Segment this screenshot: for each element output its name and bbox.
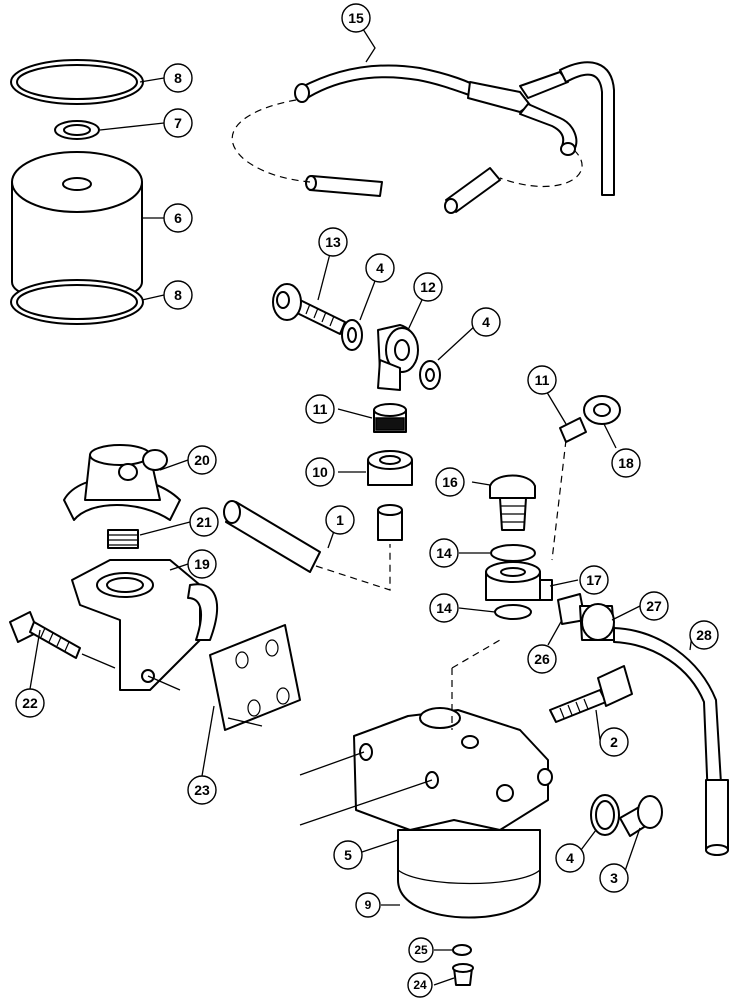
svg-text:9: 9 bbox=[365, 898, 372, 912]
callout-8-bottom: 8 bbox=[163, 280, 193, 310]
svg-text:17: 17 bbox=[586, 572, 602, 588]
svg-text:25: 25 bbox=[414, 943, 428, 957]
callout-17: 17 bbox=[579, 565, 609, 595]
svg-text:21: 21 bbox=[196, 514, 212, 530]
callout-8-top: 8 bbox=[163, 63, 193, 93]
callout-3: 3 bbox=[599, 863, 629, 893]
svg-text:20: 20 bbox=[194, 452, 210, 468]
filter-element bbox=[10, 59, 144, 325]
callout-11-center: 11 bbox=[305, 394, 335, 424]
callout-11-right: 11 bbox=[527, 365, 557, 395]
callout-18: 18 bbox=[611, 448, 641, 478]
svg-text:5: 5 bbox=[344, 847, 352, 863]
callout-12: 12 bbox=[413, 272, 443, 302]
svg-text:7: 7 bbox=[174, 115, 182, 131]
banjo-fitting bbox=[272, 283, 441, 391]
svg-text:12: 12 bbox=[420, 279, 436, 295]
svg-text:11: 11 bbox=[313, 401, 328, 417]
svg-text:13: 13 bbox=[325, 234, 341, 250]
callout-7: 7 bbox=[163, 108, 193, 138]
svg-text:1: 1 bbox=[336, 512, 344, 528]
svg-text:15: 15 bbox=[348, 10, 364, 26]
drain-plug bbox=[590, 794, 663, 837]
callout-23: 23 bbox=[187, 775, 217, 805]
svg-text:6: 6 bbox=[174, 210, 182, 226]
svg-text:3: 3 bbox=[610, 870, 618, 886]
callout-21: 21 bbox=[189, 507, 219, 537]
callout-28: 28 bbox=[689, 620, 719, 650]
svg-text:24: 24 bbox=[413, 978, 427, 992]
svg-text:16: 16 bbox=[442, 474, 458, 490]
callout-20: 20 bbox=[187, 445, 217, 475]
callout-4-lower: 4 bbox=[555, 843, 585, 873]
svg-text:18: 18 bbox=[618, 455, 634, 471]
svg-text:10: 10 bbox=[312, 464, 328, 480]
svg-text:28: 28 bbox=[696, 627, 712, 643]
callout-14-lower: 14 bbox=[429, 593, 459, 623]
svg-text:4: 4 bbox=[482, 314, 490, 330]
svg-text:14: 14 bbox=[436, 545, 452, 561]
svg-text:2: 2 bbox=[610, 734, 618, 750]
callout-27: 27 bbox=[639, 591, 669, 621]
filter-head-and-bowl bbox=[299, 639, 553, 986]
callout-4-upper-right: 4 bbox=[471, 307, 501, 337]
banjo-bolt-lower bbox=[549, 665, 633, 723]
svg-text:4: 4 bbox=[376, 260, 384, 276]
return-pipe bbox=[613, 627, 729, 856]
mounting-bolt bbox=[9, 611, 116, 669]
svg-text:8: 8 bbox=[174, 287, 182, 303]
svg-text:14: 14 bbox=[436, 600, 452, 616]
callout-1: 1 bbox=[325, 505, 355, 535]
hose-fittings bbox=[223, 403, 413, 591]
callout-13: 13 bbox=[318, 227, 348, 257]
callout-24: 24 bbox=[407, 972, 433, 998]
callout-5: 5 bbox=[333, 840, 363, 870]
callout-6: 6 bbox=[163, 203, 193, 233]
fuel-pipe-assembly bbox=[231, 61, 615, 214]
callout-10: 10 bbox=[305, 457, 335, 487]
svg-text:11: 11 bbox=[535, 372, 550, 388]
callout-9: 9 bbox=[355, 892, 381, 918]
svg-text:27: 27 bbox=[646, 598, 662, 614]
callout-22: 22 bbox=[15, 688, 45, 718]
callout-4-upper-left: 4 bbox=[365, 253, 395, 283]
callout-16: 16 bbox=[435, 467, 465, 497]
svg-text:8: 8 bbox=[174, 70, 182, 86]
callout-25: 25 bbox=[408, 937, 434, 963]
svg-text:26: 26 bbox=[534, 651, 550, 667]
callout-14-upper: 14 bbox=[429, 538, 459, 568]
callout-19: 19 bbox=[187, 549, 217, 579]
callout-2: 2 bbox=[599, 727, 629, 757]
priming-pump bbox=[63, 444, 301, 731]
callout-15: 15 bbox=[341, 3, 371, 33]
svg-text:4: 4 bbox=[566, 850, 574, 866]
right-fittings bbox=[485, 395, 621, 641]
svg-text:22: 22 bbox=[22, 695, 38, 711]
svg-text:23: 23 bbox=[194, 782, 210, 798]
svg-text:19: 19 bbox=[194, 556, 210, 572]
callout-26: 26 bbox=[527, 644, 557, 674]
